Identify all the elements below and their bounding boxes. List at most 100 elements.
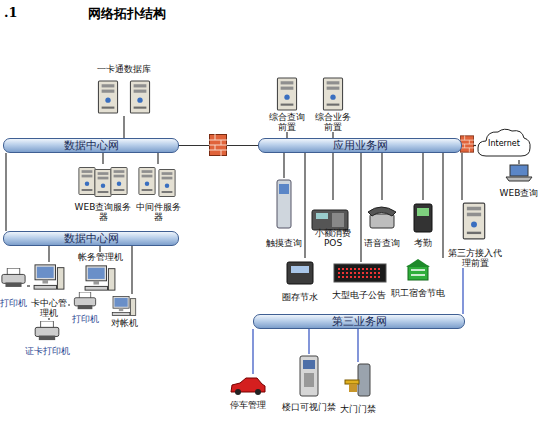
server-icon — [130, 81, 149, 113]
server-node: 综合查询前置 — [266, 76, 308, 132]
network-link — [48, 318, 49, 320]
network-link — [252, 329, 253, 374]
computer-node: 帐务管理机 — [76, 252, 124, 292]
network-link — [99, 246, 100, 252]
car-wheel — [235, 389, 241, 395]
firewall-icon — [209, 134, 227, 156]
kiosk-icon — [277, 180, 291, 228]
server-icon — [323, 78, 342, 110]
network-link — [462, 268, 463, 314]
dormitory-node: 职工宿舍节电 — [390, 258, 446, 298]
pos-body — [312, 210, 348, 230]
attendance-screen — [417, 208, 429, 216]
band-label: 第三业务网 — [332, 316, 387, 328]
network-link — [442, 153, 443, 258]
device-caption: 帐务管理机 — [78, 252, 123, 262]
device-caption: 停车管理 — [230, 400, 266, 410]
device-caption: 打印机 — [0, 298, 27, 308]
kiosk-screen — [279, 184, 289, 194]
device-caption: 考勤 — [414, 238, 432, 248]
device-caption: Internet — [488, 139, 520, 148]
server-icon — [159, 170, 175, 197]
network-link — [381, 153, 382, 200]
gate-post — [358, 364, 370, 396]
diagram-title: 网络拓扑结构 — [88, 5, 166, 23]
attendance-body — [414, 204, 432, 232]
network-link — [283, 153, 284, 178]
kiosk-node: 触摸查询 — [264, 178, 304, 248]
door-panel-keys — [304, 373, 314, 387]
network-link — [131, 246, 132, 294]
network-link — [357, 329, 358, 362]
gate-reader — [349, 384, 357, 392]
computer-node: 对帐机 — [104, 294, 144, 328]
gate-icon — [345, 364, 370, 396]
dormitory-body — [408, 266, 428, 280]
section-number: .1 — [4, 5, 18, 20]
phone-node: 语音查询 — [362, 200, 402, 248]
server-node: 综合业务前置 — [312, 76, 354, 132]
water-terminal-icon — [287, 262, 313, 284]
network-link — [518, 160, 519, 164]
device-caption: 小额消费POS — [306, 228, 360, 248]
network-link — [48, 246, 49, 262]
network-link — [123, 116, 124, 138]
device-caption: 大门门禁 — [340, 404, 376, 414]
network-link — [304, 153, 305, 258]
attendance-node: 考勤 — [408, 200, 438, 248]
printer-node: 打印机 — [0, 264, 27, 308]
network-link — [332, 153, 333, 200]
led-board-body — [334, 264, 386, 282]
network-link — [27, 285, 30, 286]
dormitory-icon — [406, 259, 430, 280]
water-terminal-screen — [291, 266, 309, 273]
computer-icon — [34, 265, 64, 289]
pos-keys — [332, 213, 344, 227]
device-caption: 第三方接入代理前置 — [448, 248, 502, 268]
computer-icon — [85, 266, 115, 290]
internet-cloud: Internet — [476, 126, 532, 160]
network-link — [102, 153, 103, 164]
server-group: 一卡通数据库 — [88, 64, 160, 116]
water-terminal-node: 圈存节水 — [280, 258, 320, 302]
device-caption: 对帐机 — [111, 318, 138, 328]
door-panel-body — [300, 356, 318, 396]
device-caption: 一卡通数据库 — [97, 64, 151, 74]
attendance-icon — [414, 204, 432, 232]
car-icon — [231, 378, 265, 395]
phone-handset — [368, 207, 396, 216]
network-link — [422, 153, 423, 200]
led-board-icon — [334, 264, 386, 282]
server-node: 第三方接入代理前置 — [448, 200, 502, 268]
device-caption: 中间件服务器 — [134, 202, 182, 222]
pos-screen — [316, 213, 328, 219]
network-link — [157, 153, 158, 164]
dormitory-roof — [406, 259, 430, 267]
network-link — [360, 153, 361, 262]
network-band: 数据中心网 — [3, 138, 179, 153]
led-board-node: 大型电子公告 — [330, 262, 388, 300]
device-caption: WEB查询 — [500, 188, 539, 198]
server-group: 中间件服务器 — [134, 164, 182, 222]
printer-node: 证卡打印机 — [22, 320, 72, 356]
laptop-screen — [510, 165, 528, 176]
gate-node: 大门门禁 — [338, 362, 378, 414]
door-panel-screen — [303, 360, 315, 369]
network-band: 第三业务网 — [253, 314, 465, 329]
car-wheel — [255, 389, 261, 395]
device-caption: 综合查询前置 — [266, 112, 308, 132]
printer-node: 打印机 — [70, 292, 100, 324]
server-icon — [98, 81, 117, 113]
network-link — [308, 329, 309, 354]
computer-node: 卡中心管理机 — [30, 262, 68, 318]
laptop-icon — [506, 165, 532, 181]
kiosk-body — [277, 180, 291, 228]
cloud-shape — [478, 129, 530, 156]
server-icon — [277, 78, 296, 110]
network-link — [68, 304, 70, 305]
server-icon — [79, 168, 95, 195]
laptop-node: WEB查询 — [498, 164, 540, 198]
server-group: WEB查询服务器 — [74, 164, 132, 222]
